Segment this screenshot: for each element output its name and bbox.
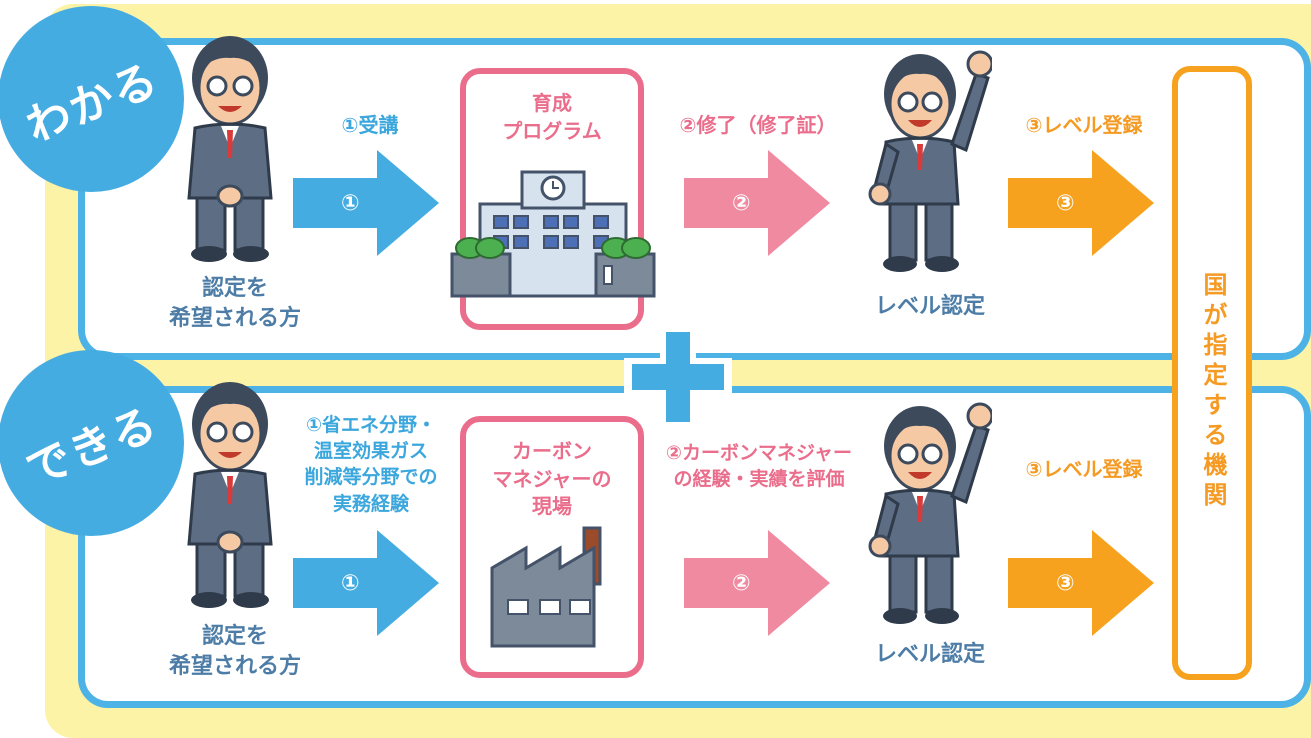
step1-label-bottom: ①省エネ分野・ 温室効果ガス 削減等分野での 実務経験 (304, 414, 438, 515)
factory-icon (488, 522, 618, 648)
arrow-3-bottom: ③ (1008, 530, 1154, 636)
certified-label-bottom: レベル認定 (874, 642, 985, 667)
applicant-businessman-icon (175, 374, 285, 614)
arrow-2-top: ② (684, 150, 830, 256)
badge-wakaru: わかる (0, 6, 184, 192)
step2-label-top: ②修了（修了証） (679, 113, 837, 137)
applicant-label-top: 認定を 希望される方 (168, 276, 301, 332)
arrow-2-bottom: ② (684, 530, 830, 636)
school-building-icon (450, 166, 656, 300)
certified-label-top: レベル認定 (874, 294, 985, 319)
arrow-1-bottom: ① (293, 530, 439, 636)
arrow-1-top: ① (293, 150, 439, 256)
designated-authority-box (1172, 66, 1252, 680)
plus-icon (622, 322, 734, 432)
applicant-label-bottom: 認定を 希望される方 (168, 624, 301, 680)
step2-label-bottom: ②カーボンマネジャー の経験・実績を評価 (665, 442, 853, 491)
arrow-3-top: ③ (1008, 150, 1154, 256)
certified-businessman-icon (868, 396, 994, 626)
carbon-manager-site-label: カーボン マネジャーの 現場 (492, 439, 612, 519)
applicant-businessman-icon (175, 28, 285, 268)
certified-businessman-icon (868, 44, 994, 274)
training-program-label: 育成 プログラム (502, 91, 602, 143)
designated-authority-label: 国が指定する機関 (1199, 272, 1227, 512)
step3-label-top: ③レベル登録 (1025, 113, 1143, 137)
step1-label-top: ①受講 (341, 113, 399, 137)
step3-label-bottom: ③レベル登録 (1025, 457, 1143, 481)
badge-dekiru: できる (0, 350, 184, 536)
